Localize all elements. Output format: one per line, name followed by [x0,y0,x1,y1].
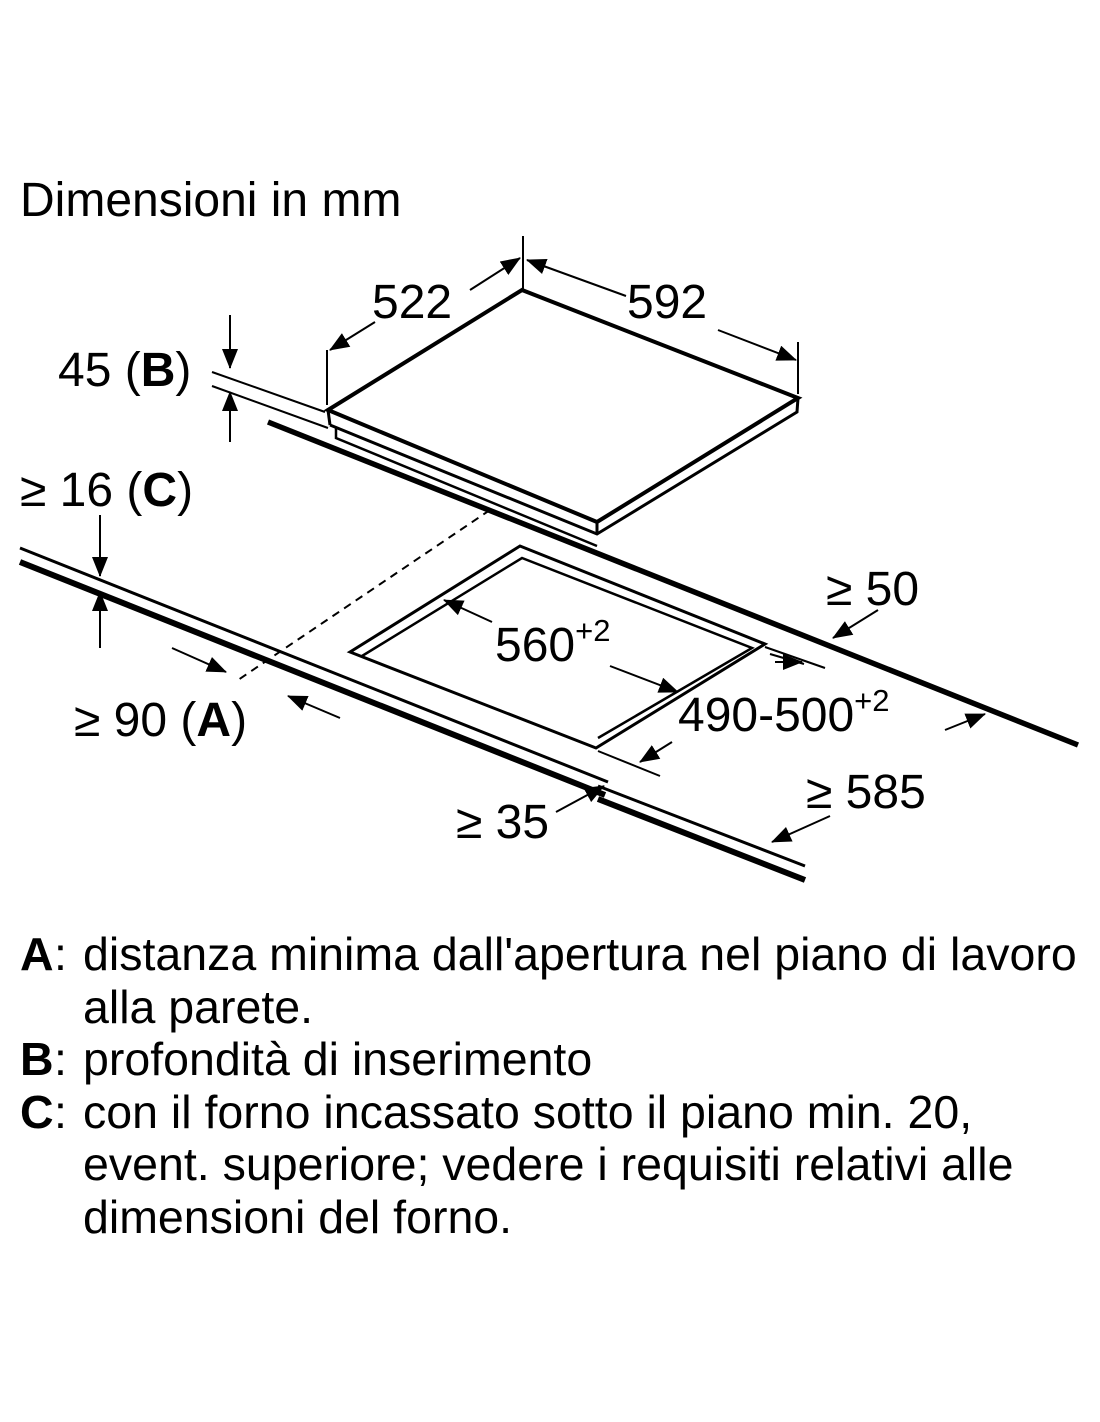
dimension-wall-distance [171,647,341,719]
legend-item-a: A : distanza minima dall'apertura nel pi… [20,928,1090,1033]
legend-separator: : [54,1085,67,1138]
hob [323,287,803,548]
rear-gap-label: ≥ 50 [826,563,919,616]
legend-text: distanza minima dall'apertura nel piano … [83,928,1077,1033]
hob-edge-front [329,397,800,536]
dimension-cutout-depth [597,646,826,777]
rear-worktop-edge [266,419,1080,748]
worktop-front-edge [18,546,807,883]
legend-text: con il forno incassato sotto il piano mi… [83,1085,1014,1243]
hob-width-label: 592 [627,276,707,329]
legend-separator: : [54,928,67,980]
wall-distance-label: ≥ 90 (A) [74,694,247,747]
diagram-title: Dimensioni in mm [20,174,401,227]
dimension-worktop-depth [771,713,986,843]
dimension-insert-depth [211,315,329,442]
cutout-width-label: 560+2 [495,613,610,672]
legend-key: A [20,928,54,980]
legend-item-b: B : profondità di inserimento [20,1033,1090,1086]
cutout-alignment-dashed-line [237,509,491,681]
hob-edge-left [326,409,332,426]
hob-depth-label: 522 [372,276,452,329]
legend: A : distanza minima dall'apertura nel pi… [20,928,1090,1243]
legend-key: C [20,1085,54,1138]
legend-separator: : [54,1033,67,1085]
legend-item-c: C : con il forno incassato sotto il pian… [20,1086,1090,1244]
oven-gap-label: ≥ 16 (C) [20,464,193,517]
insert-depth-label: 45 (B) [58,344,191,397]
rear-gap-arrow [832,609,879,639]
legend-text: profondità di inserimento [83,1033,593,1085]
dimension-hob-depth [326,236,524,405]
dimension-hob-width [526,258,799,394]
hob-edge-inner [334,427,598,548]
dimension-cutout-width [443,599,679,693]
front-edge-gap-arrow [555,785,605,813]
installation-diagram: Dimensioni in mm 522 592 [18,174,1080,883]
worktop-cutout [346,544,769,750]
worktop-depth-label: ≥ 585 [806,766,926,819]
cutout-depth-label: 490-500+2 [678,683,890,742]
legend-key: B [20,1033,54,1085]
front-edge-gap-label: ≥ 35 [456,796,549,849]
